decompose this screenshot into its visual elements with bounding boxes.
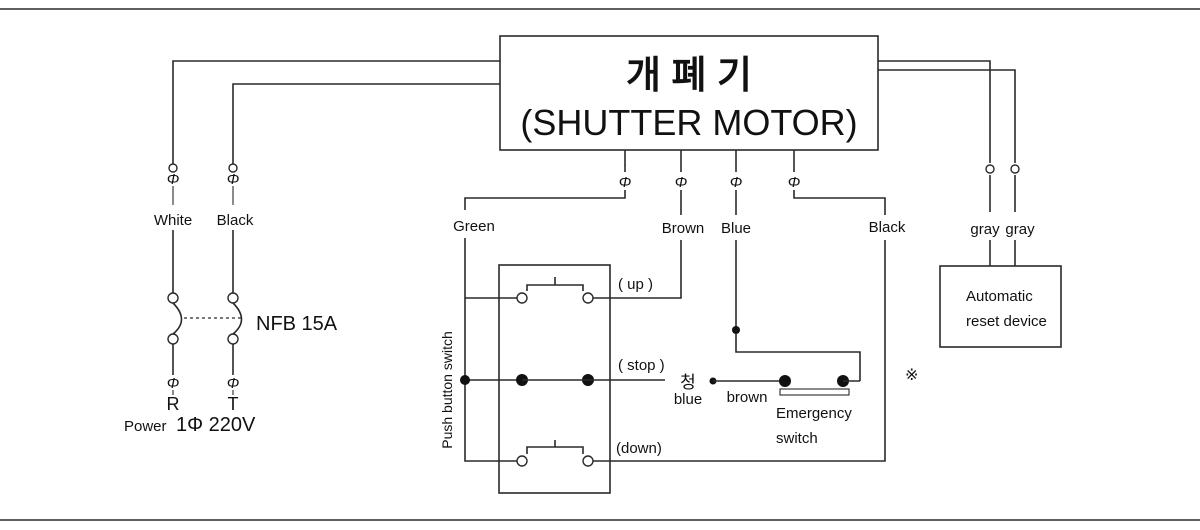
power-wiring: [167, 60, 500, 395]
label-auto-reset-1: Automatic: [966, 288, 1033, 305]
emergency-switch: [709, 240, 861, 396]
phi-terminal-t: Φ: [227, 375, 240, 392]
label-emergency-1: Emergency: [776, 405, 852, 422]
label-black-left: Black: [217, 212, 254, 229]
automatic-reset-device: [878, 60, 1062, 348]
label-push-button-switch: Push button switch: [439, 331, 455, 449]
label-cheong: 청: [680, 373, 696, 392]
label-black-right: Black: [869, 219, 906, 236]
phi-terminal-blue: Φ: [730, 174, 743, 191]
label-gray-1: gray: [970, 221, 1000, 238]
shutter-motor-box: 개 폐 기 (SHUTTER MOTOR): [499, 35, 879, 151]
label-stop: ( stop ): [618, 357, 665, 374]
phi-terminal-black: Φ: [227, 171, 240, 188]
label-nfb: NFB 15A: [256, 313, 338, 335]
motor-title-korean: 개 폐 기: [626, 55, 752, 97]
label-emergency-2: switch: [776, 430, 818, 447]
motor-title-english: (SHUTTER MOTOR): [520, 102, 857, 143]
label-blue-low: blue: [674, 391, 702, 408]
phi-terminal-black-right: Φ: [788, 174, 801, 191]
label-gray-2: gray: [1005, 221, 1035, 238]
label-green: Green: [453, 218, 495, 235]
label-blue: Blue: [721, 220, 751, 237]
label-auto-reset-2: reset device: [966, 313, 1047, 330]
label-brown: Brown: [662, 220, 705, 237]
label-brown-low: brown: [727, 389, 768, 406]
label-up: ( up ): [618, 276, 653, 293]
label-white: White: [154, 212, 192, 229]
label-power-spec: 1Φ 220V: [176, 414, 256, 436]
label-power: Power: [124, 418, 167, 435]
push-button-switch: [460, 238, 886, 494]
phi-terminal-white: Φ: [167, 171, 180, 188]
phi-terminal-r: Φ: [167, 375, 180, 392]
label-down: (down): [616, 440, 662, 457]
phi-terminal-green: Φ: [619, 174, 632, 191]
phi-terminal-brown: Φ: [675, 174, 688, 191]
note-mark: ※: [905, 367, 918, 384]
label-t: T: [228, 394, 239, 414]
motor-leads: [464, 150, 886, 215]
label-r: R: [167, 394, 180, 414]
